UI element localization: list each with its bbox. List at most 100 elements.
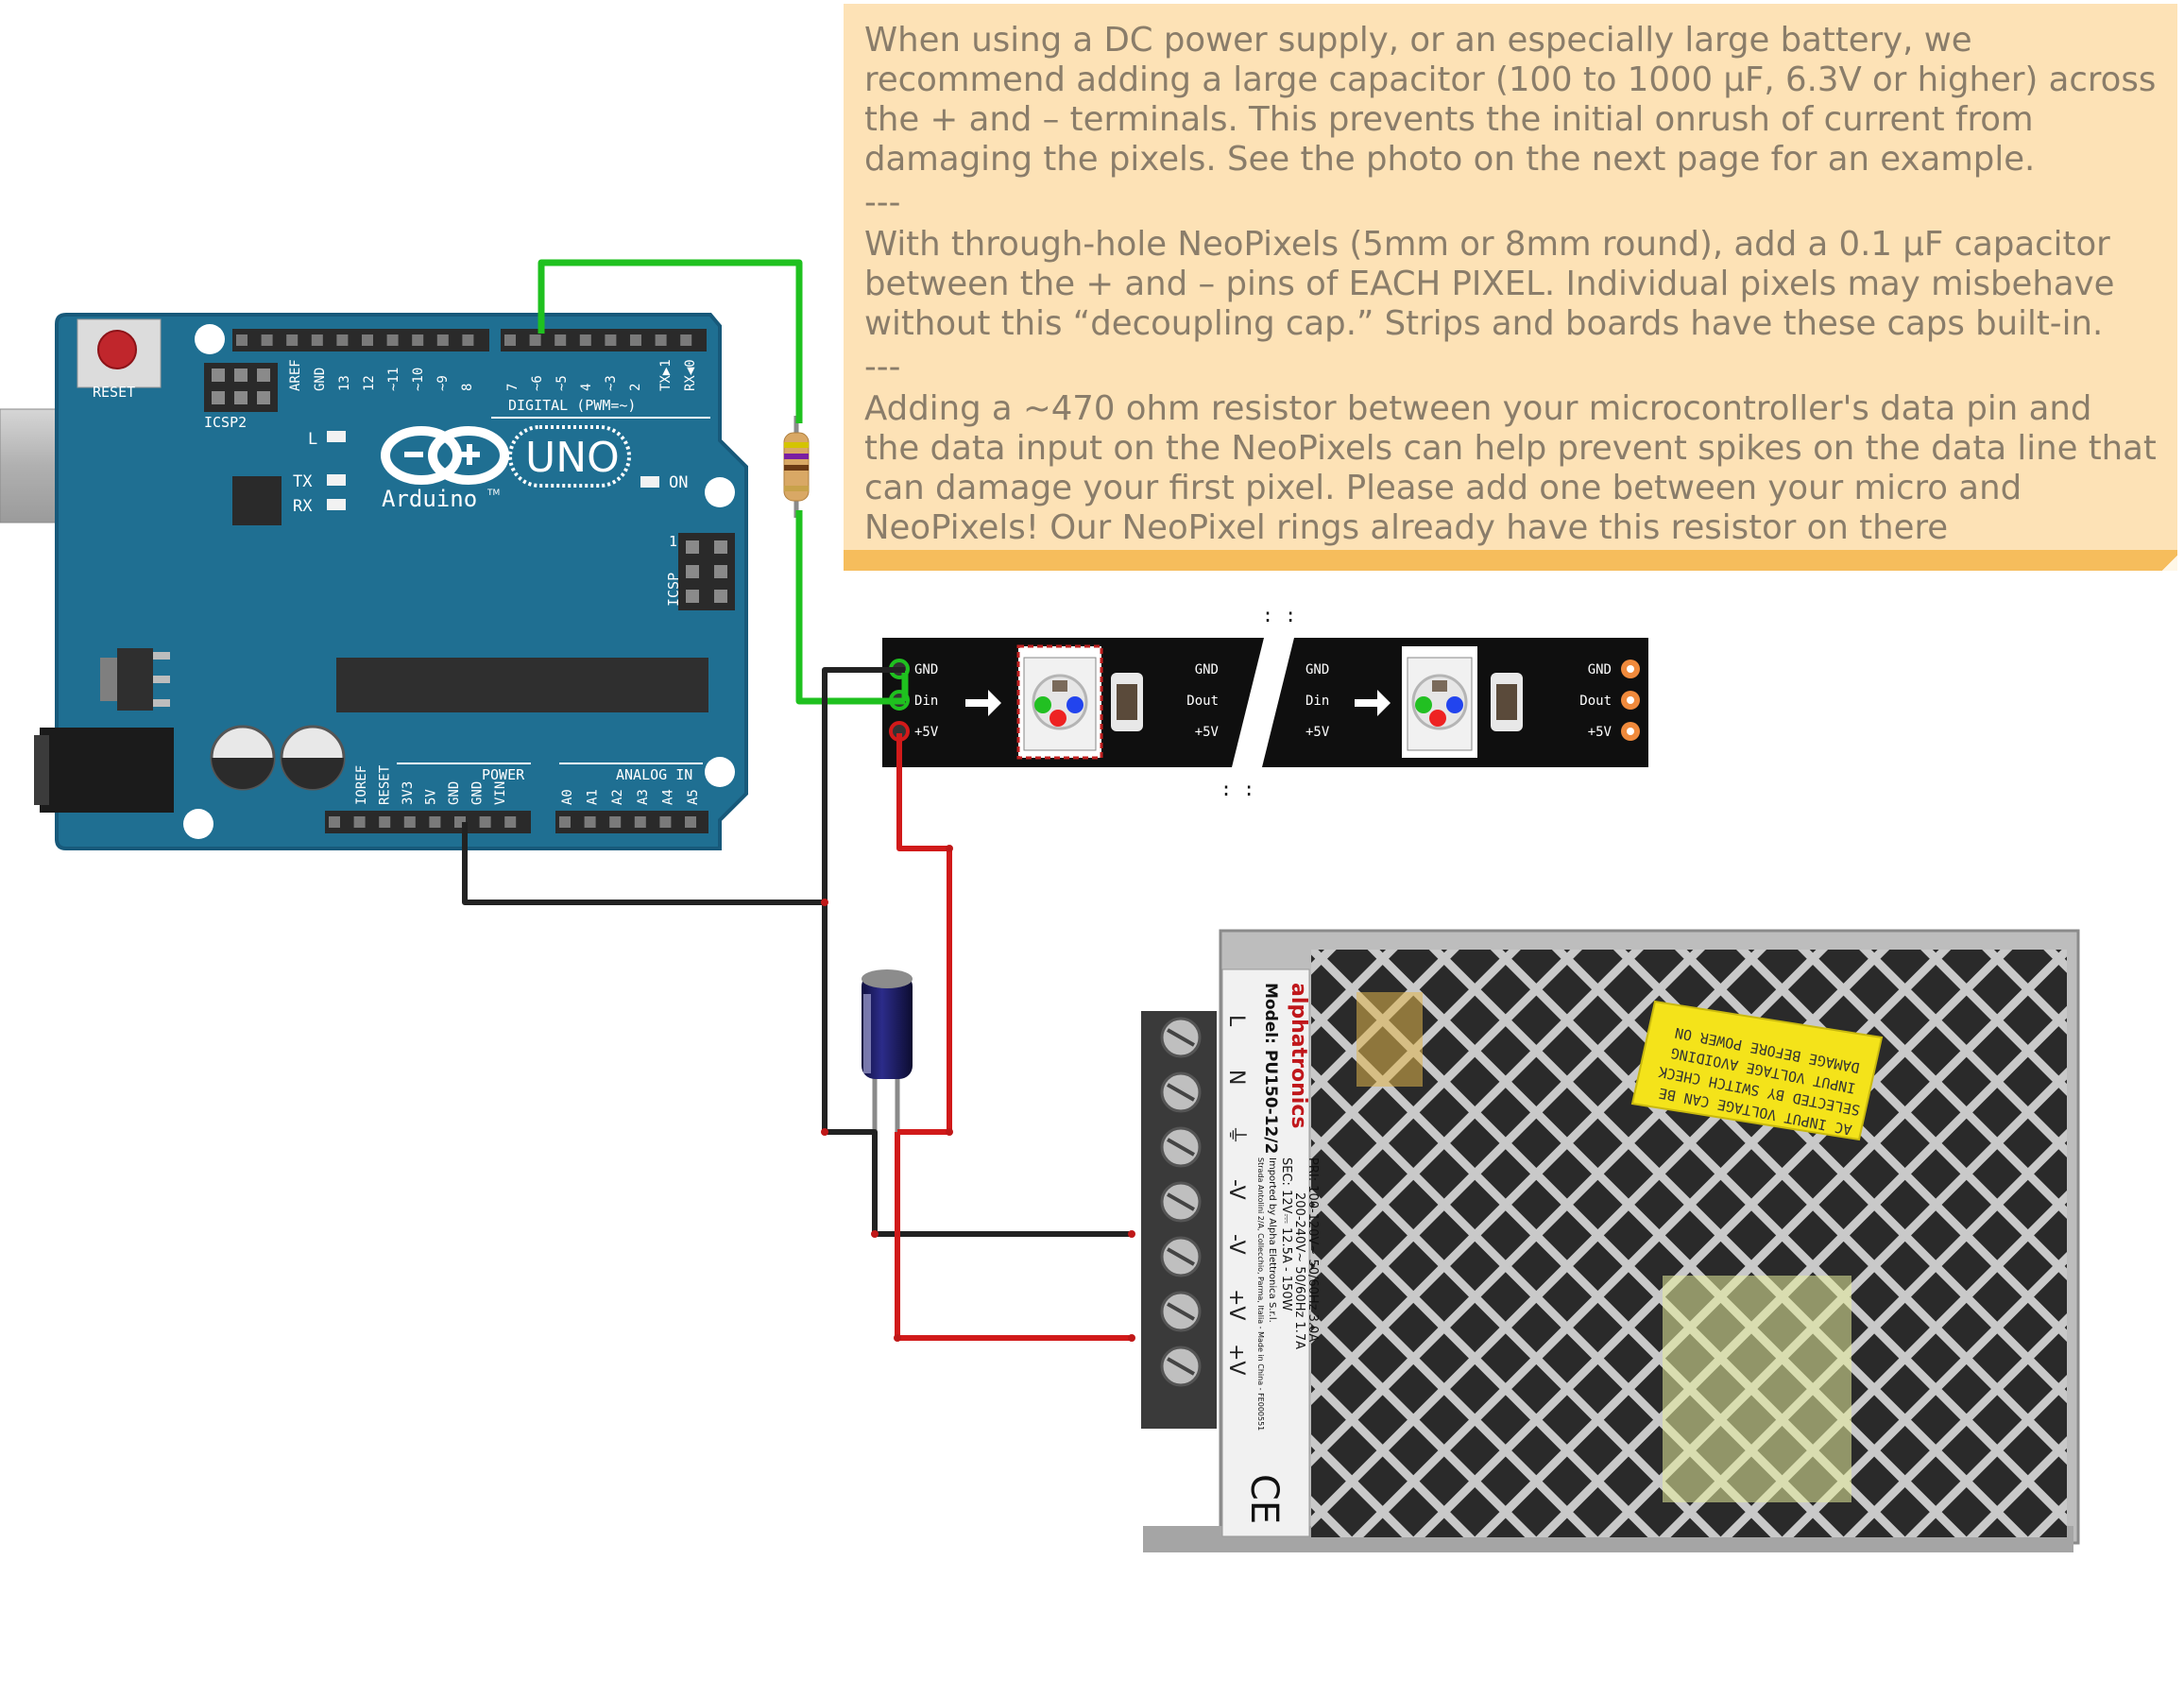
psu-address: Strada Antolini 2/A, Collecchio, Parma, … xyxy=(1256,1157,1265,1431)
analog-pin-label: A2 xyxy=(610,789,625,805)
led-tx xyxy=(327,474,346,486)
header-pin[interactable] xyxy=(336,334,349,346)
strip-pin-label: Din xyxy=(914,694,938,709)
header-pin[interactable] xyxy=(529,334,541,346)
mounting-hole xyxy=(183,809,213,839)
voltage-regulator xyxy=(117,648,153,711)
strip-pin-label: +5V xyxy=(1588,725,1612,740)
header-pin[interactable] xyxy=(436,334,449,346)
strip-pin-label: +5V xyxy=(914,725,939,740)
power-pin-label: VIN xyxy=(493,781,508,805)
data-wire-strip xyxy=(795,510,905,705)
power-pin-label: 5V xyxy=(424,789,439,805)
header-pin[interactable] xyxy=(605,334,617,346)
power-supply-unit: LN⏚-V-V+V+V alphatronics Model: PU150-12… xyxy=(1141,929,2080,1552)
led-l-label: L xyxy=(308,430,317,449)
header-pin[interactable] xyxy=(329,816,340,828)
header-pin[interactable] xyxy=(555,334,567,346)
led-die-green xyxy=(1415,696,1432,713)
header-pin[interactable] xyxy=(261,334,273,346)
header-pin[interactable] xyxy=(659,816,672,828)
strip-pin-label: Dout xyxy=(1579,694,1612,709)
usb-chip xyxy=(232,476,282,525)
header-pin[interactable] xyxy=(609,816,622,828)
power-pin-label: RESET xyxy=(378,764,393,805)
psu-terminal-label: ⏚ xyxy=(1224,1124,1248,1145)
neopixel-led xyxy=(1016,644,1103,760)
psu-capacitor-yellow xyxy=(1356,992,1423,1087)
header-pin[interactable] xyxy=(462,334,474,346)
digital-pin-holes xyxy=(236,334,692,346)
digital-pin-label: 8 xyxy=(460,384,475,391)
header-pin[interactable] xyxy=(353,816,366,828)
header-pin[interactable] xyxy=(286,334,299,346)
header-pin[interactable] xyxy=(630,334,641,346)
psu-terminal-label: -V xyxy=(1224,1179,1248,1200)
strip-pin-label: GND xyxy=(1588,662,1612,677)
digital-pin-label: 12 xyxy=(362,375,377,391)
ground-wire-arduino xyxy=(462,822,825,905)
header-pin[interactable] xyxy=(311,334,323,346)
capacitor-body xyxy=(862,973,913,1079)
psu-transformer xyxy=(1663,1276,1851,1502)
mounting-hole xyxy=(195,324,225,354)
led-l xyxy=(327,431,346,442)
led-rx xyxy=(327,499,346,510)
electrolytic-capacitor xyxy=(862,969,913,1132)
ground-wire-psu xyxy=(825,1129,1132,1237)
header-pin[interactable] xyxy=(412,334,424,346)
psu-terminal-label: -V xyxy=(1224,1234,1248,1255)
header-pin[interactable] xyxy=(403,816,416,828)
led-die-green xyxy=(1034,696,1051,713)
led-on xyxy=(640,476,659,488)
reset-button-cap[interactable] xyxy=(97,330,137,369)
digital-pin-label: GND xyxy=(313,368,328,391)
psu-importer: Imported by Alpha Elettronica S.r.l. xyxy=(1267,1157,1277,1323)
power-pin-label: IOREF xyxy=(354,765,369,805)
note-fold-corner xyxy=(2162,556,2177,571)
uno-label: UNO xyxy=(525,434,620,482)
digital-pin-label: AREF xyxy=(288,359,303,391)
header-pin[interactable] xyxy=(559,816,571,828)
header-pin[interactable] xyxy=(379,816,391,828)
psu-spec-label: alphatronics Model: PU150-12/2 PRI: 100-… xyxy=(1242,983,1320,1524)
strip-pin-label: Din xyxy=(1305,694,1329,709)
header-pin[interactable] xyxy=(504,334,516,346)
bottom-pin-holes xyxy=(329,816,696,828)
header-pin[interactable] xyxy=(479,816,491,828)
arduino-brand: Arduino xyxy=(382,486,477,512)
neopixel-led xyxy=(1402,646,1477,758)
data-direction-arrow-icon xyxy=(965,690,1001,716)
header-pin[interactable] xyxy=(634,816,646,828)
header-pin[interactable] xyxy=(429,816,441,828)
psu-terminal-labels: LN⏚-V-V+V+V xyxy=(1224,1015,1248,1375)
strip-cut-marks-bottom: : : xyxy=(1220,778,1254,800)
mounting-hole xyxy=(705,757,735,787)
strip-cut-marks-top: : : xyxy=(1262,604,1296,626)
header-pin[interactable] xyxy=(236,334,247,346)
digital-pin-label: ~6 xyxy=(530,375,545,391)
header-pin[interactable] xyxy=(685,816,696,828)
header-pin[interactable] xyxy=(680,334,692,346)
strip-pin-label: +5V xyxy=(1195,725,1220,740)
psu-primary-rating-2: 200-240V~ 50/60Hz 1.7A xyxy=(1292,1192,1306,1349)
ground-wire-strip xyxy=(822,667,905,1132)
power-pin-label: GND xyxy=(447,781,462,805)
note-paragraph-capacitor: When using a DC power supply, or an espe… xyxy=(864,21,2157,179)
header-pin[interactable] xyxy=(504,816,517,828)
analog-pin-label: A4 xyxy=(660,789,675,805)
analog-pin-label: A5 xyxy=(686,789,701,805)
psu-secondary-rating: SEC: 12V⎓ 12.5A - 150W xyxy=(1279,1157,1293,1311)
header-pin[interactable] xyxy=(655,334,667,346)
header-pin[interactable] xyxy=(386,334,399,346)
header-pin[interactable] xyxy=(362,334,373,346)
note-paragraph-decoupling: With through-hole NeoPixels (5mm or 8mm … xyxy=(864,225,2115,343)
header-pin[interactable] xyxy=(584,816,596,828)
note-separator: --- xyxy=(864,183,901,222)
arduino-trademark: TM xyxy=(486,489,500,498)
header-pin[interactable] xyxy=(579,334,591,346)
